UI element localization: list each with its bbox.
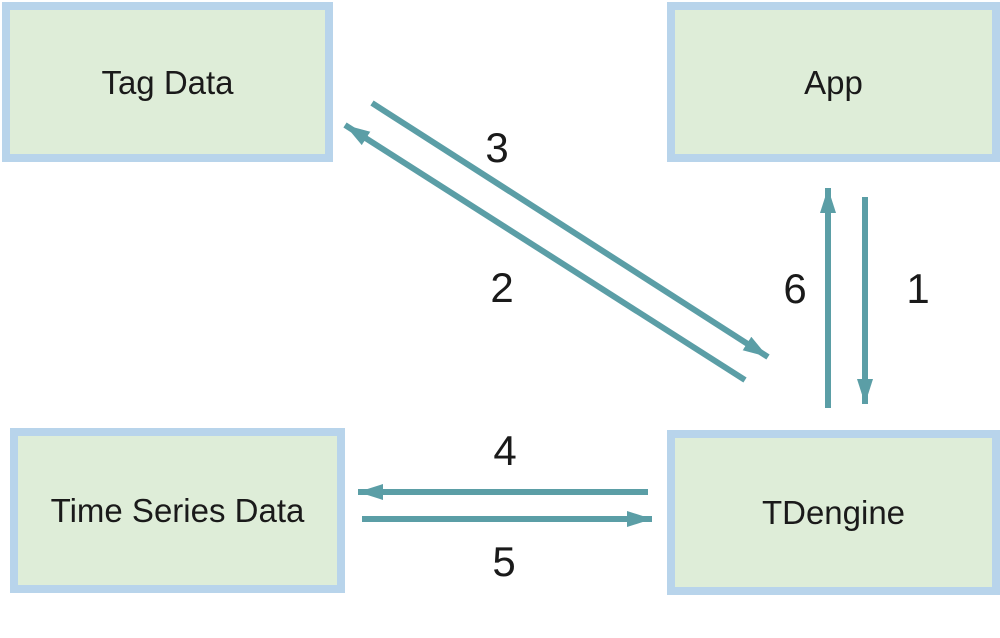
edge-label-1: 1: [906, 265, 930, 312]
arrow-tdengine-to-tag-data: [343, 122, 747, 383]
edge-label-6: 6: [783, 265, 807, 312]
node-time-series-data: Time Series Data: [10, 428, 345, 593]
node-tdengine-label: TDengine: [761, 494, 906, 531]
edge-label-3: 3: [485, 124, 509, 171]
edge-label-2: 2: [490, 264, 514, 311]
node-tdengine: TDengine: [667, 430, 1000, 595]
node-tag-data: Tag Data: [2, 2, 333, 162]
node-tag-data-label: Tag Data: [101, 63, 234, 101]
node-time-series-data-label: Time Series Data: [50, 492, 305, 529]
edge-label-5: 5: [492, 538, 516, 585]
node-app-label: App: [804, 63, 863, 101]
node-app: App: [667, 2, 1000, 162]
edge-label-4: 4: [493, 427, 517, 474]
